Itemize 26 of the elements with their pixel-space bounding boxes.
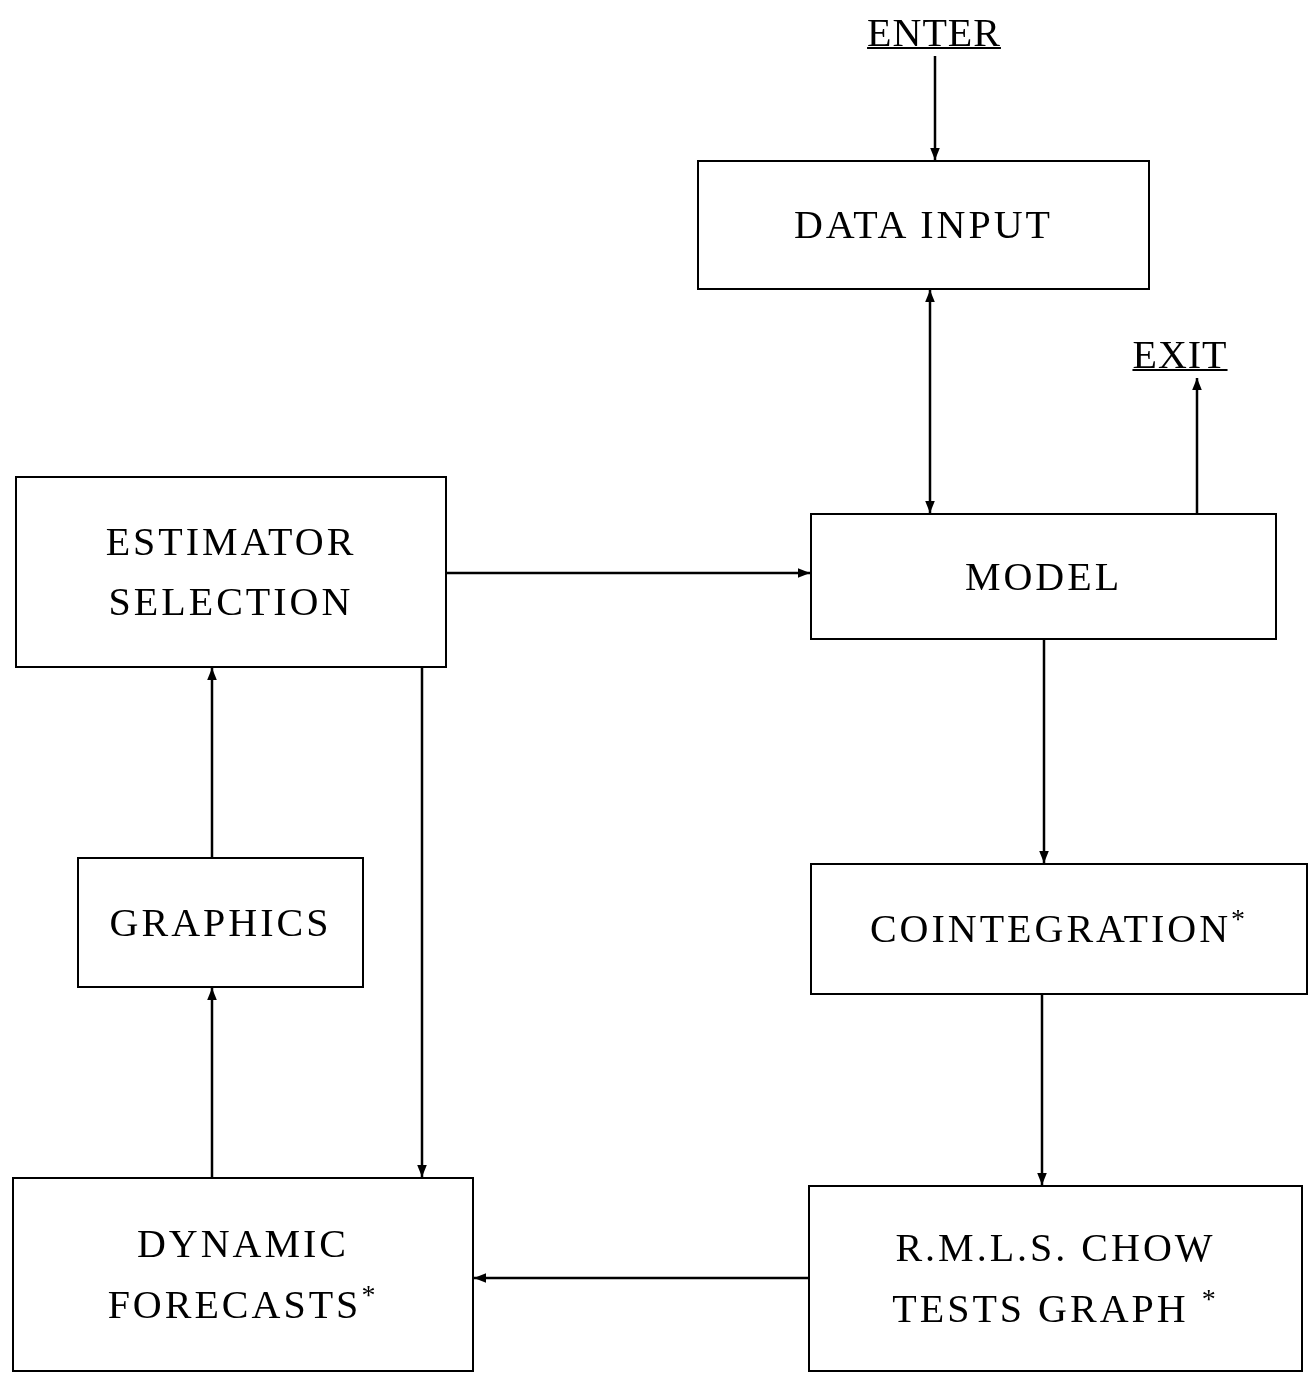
box-label: DYNAMIC FORECASTS$^{*}$ [106,1219,380,1330]
arrow [447,568,810,578]
process-box [77,857,364,988]
terminal-label: ENTER [855,8,1013,56]
arrow [417,668,427,1177]
arrow [474,1273,808,1283]
process-box [808,1185,1303,1372]
arrow [925,290,935,513]
box-label: MODEL [964,552,1123,601]
box-label: DATA INPUT [794,201,1053,249]
arrow [1039,640,1049,863]
process-box [15,476,447,668]
arrow [1037,995,1047,1185]
arrow [930,56,940,160]
process-box [12,1177,474,1372]
process-box [810,513,1277,640]
process-box [810,863,1308,995]
box-label: ESTIMATOR SELECTION [104,518,358,626]
process-box [697,160,1150,290]
arrow [1192,378,1202,513]
box-label: R.M.L.S. CHOW TESTS GRAPH $^{*}$ [891,1223,1220,1334]
box-label: GRAPHICS [109,898,332,947]
box-label: COINTEGRATION$^{*}$ [869,902,1249,954]
arrow [207,988,217,1177]
terminal-label: EXIT [1112,330,1248,378]
arrow [207,668,217,857]
